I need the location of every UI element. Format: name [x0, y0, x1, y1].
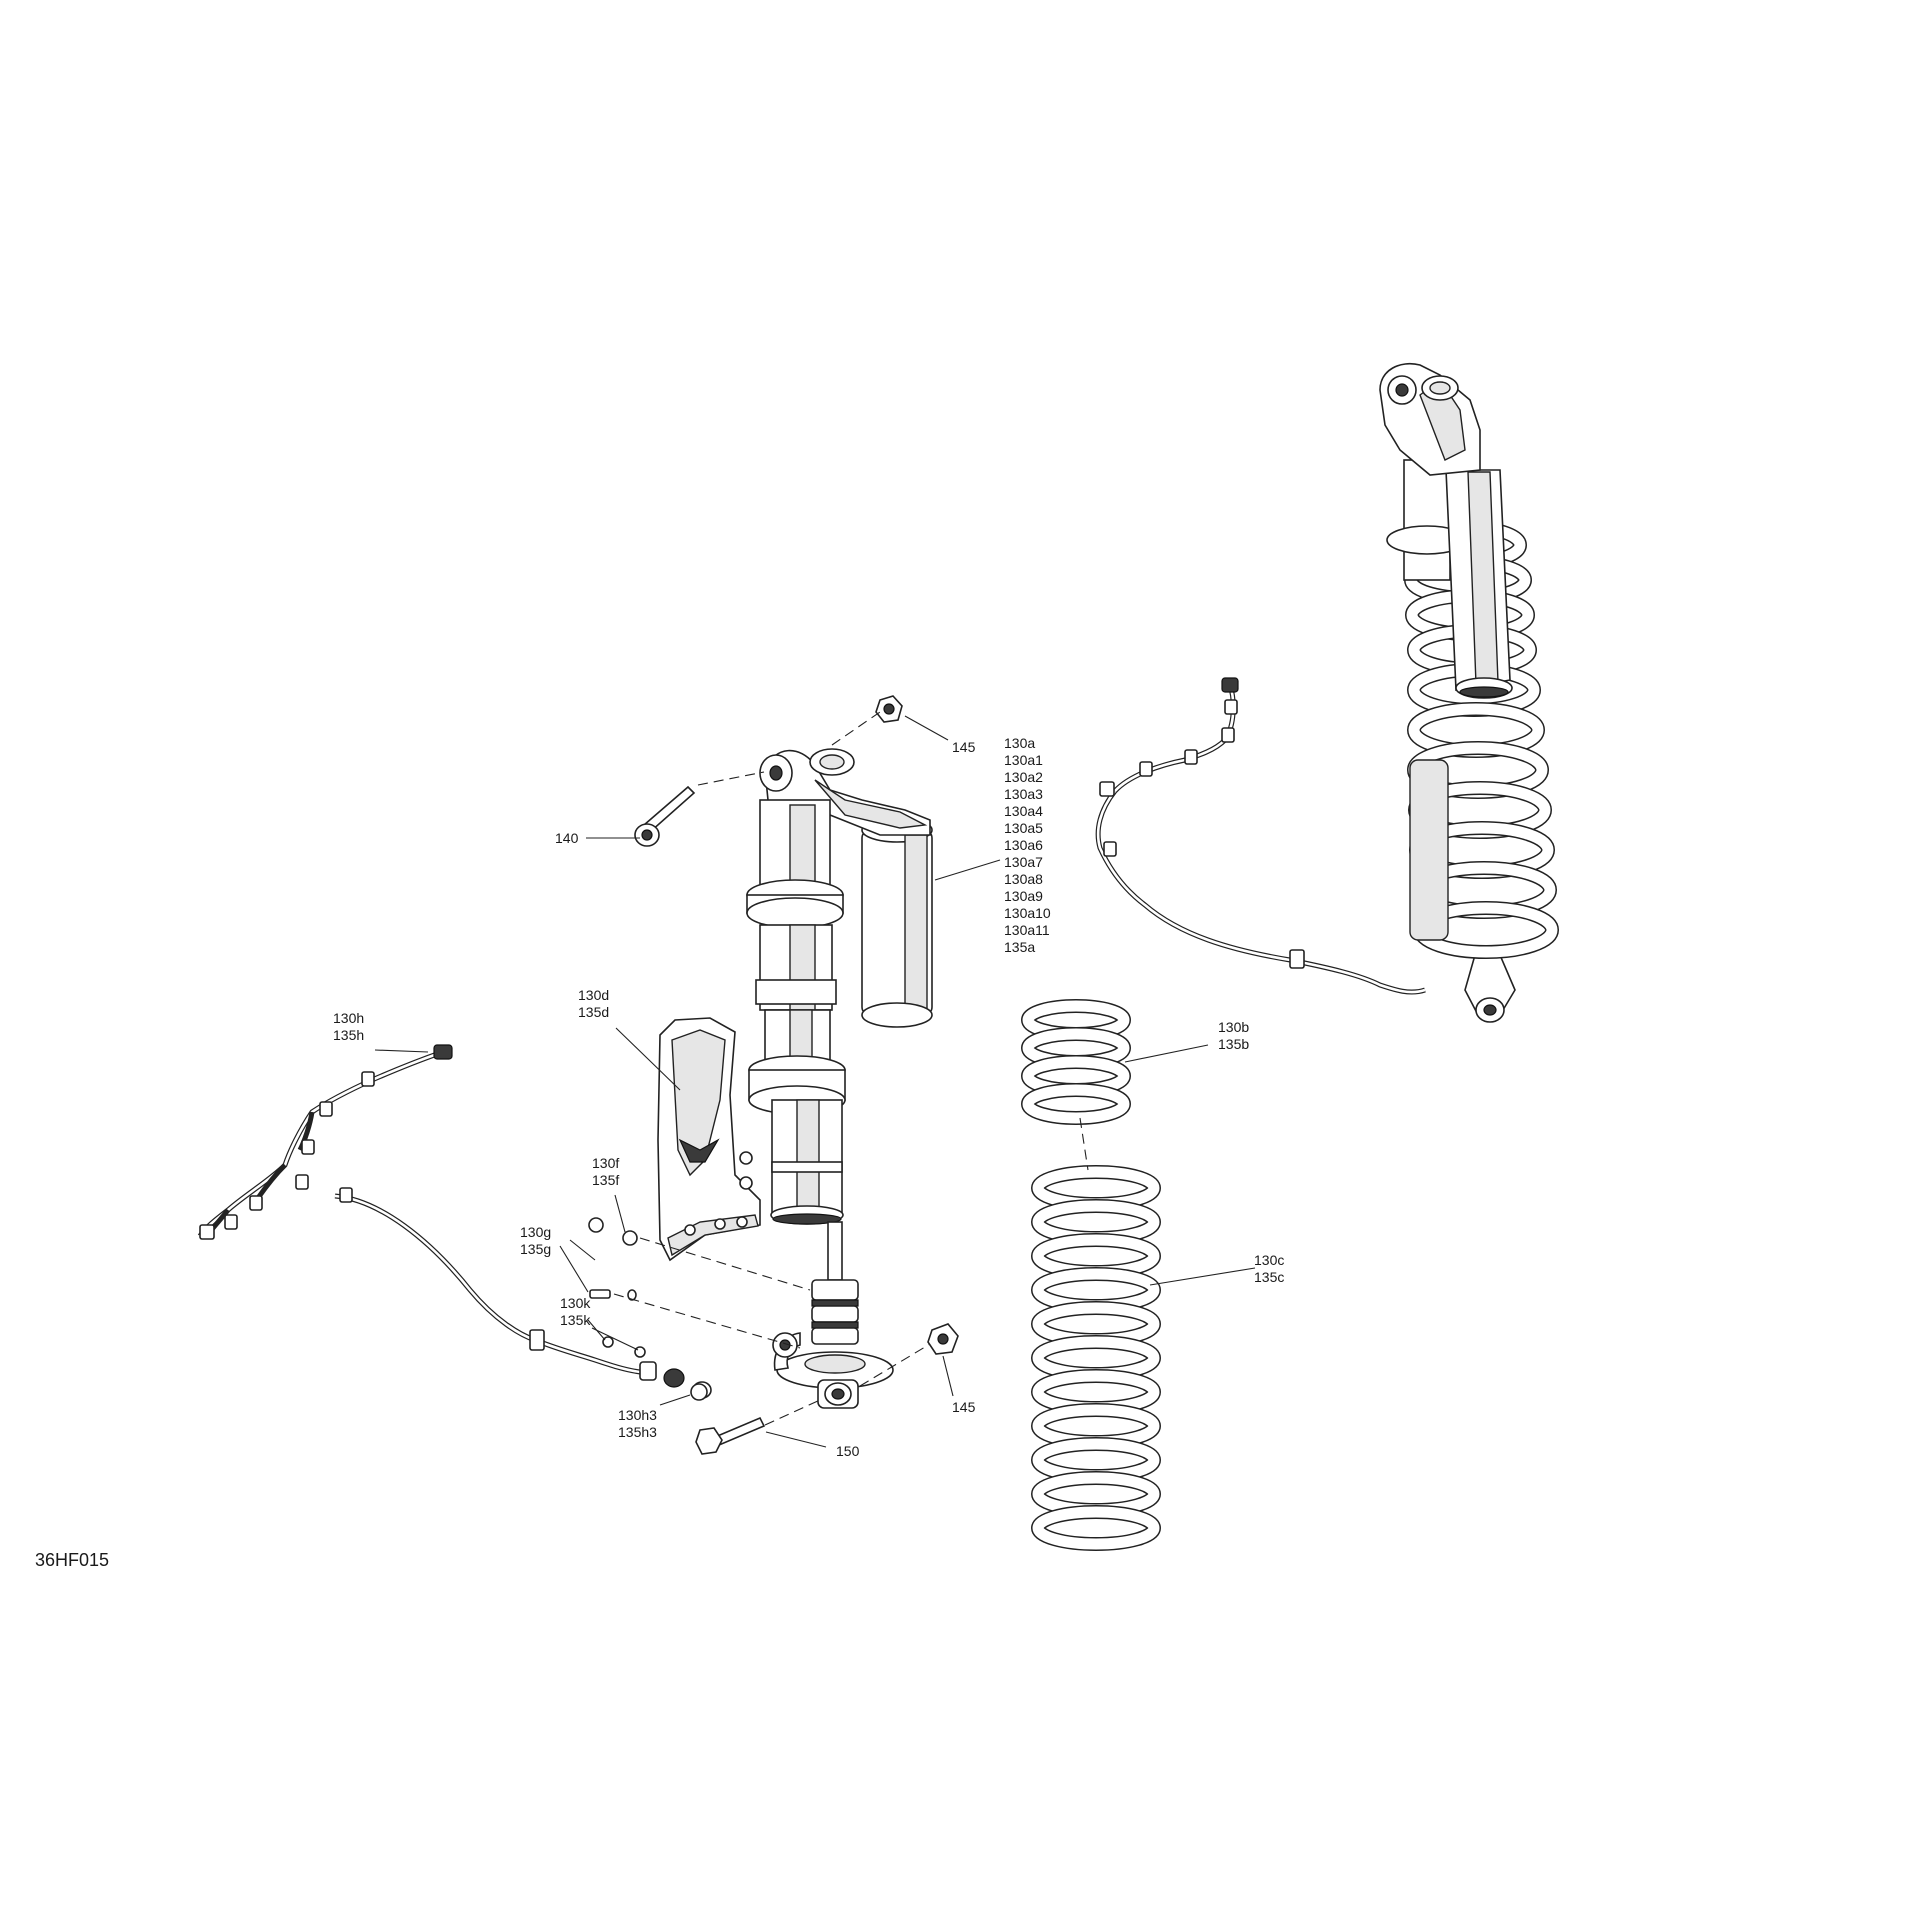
- callout-145-bottom: 145: [952, 1399, 976, 1415]
- svg-text:130a3: 130a3: [1004, 786, 1043, 802]
- callout-130b: 130b 135b: [1218, 1019, 1249, 1052]
- svg-text:135h3: 135h3: [618, 1424, 657, 1440]
- diagram-reference-code: 36HF015: [35, 1550, 109, 1570]
- svg-text:130a: 130a: [1004, 735, 1035, 751]
- leader-lines: [374, 711, 1256, 1448]
- svg-text:135g: 135g: [520, 1241, 551, 1257]
- callout-145-top: 145: [952, 739, 976, 755]
- svg-text:130a2: 130a2: [1004, 769, 1043, 785]
- svg-text:150: 150: [836, 1443, 860, 1459]
- svg-text:130a8: 130a8: [1004, 871, 1043, 887]
- svg-text:145: 145: [952, 739, 976, 755]
- svg-text:130a7: 130a7: [1004, 854, 1043, 870]
- callout-130k: 130k 135k: [560, 1295, 591, 1328]
- hardware-fasteners: [588, 695, 959, 1455]
- assembled-shock-right: [1095, 363, 1559, 1023]
- svg-text:135a: 135a: [1004, 939, 1035, 955]
- svg-text:130a11: 130a11: [1004, 922, 1050, 938]
- svg-text:145: 145: [952, 1399, 976, 1415]
- callout-130h3: 130h3 135h3: [618, 1407, 657, 1440]
- svg-text:130a5: 130a5: [1004, 820, 1043, 836]
- callout-150: 150: [836, 1443, 860, 1459]
- svg-text:130g: 130g: [520, 1224, 551, 1240]
- svg-text:140: 140: [555, 830, 579, 846]
- svg-text:130a4: 130a4: [1004, 803, 1043, 819]
- callout-130a-group: 130a 130a1 130a2 130a3 130a4 130a5 130a6…: [1004, 735, 1051, 955]
- callout-140: 140: [555, 830, 579, 846]
- svg-text:135k: 135k: [560, 1312, 591, 1328]
- callout-130f: 130f 135f: [592, 1155, 619, 1188]
- svg-text:130a6: 130a6: [1004, 837, 1043, 853]
- svg-text:130c: 130c: [1254, 1252, 1284, 1268]
- svg-text:130a9: 130a9: [1004, 888, 1043, 904]
- svg-text:135h: 135h: [333, 1027, 364, 1043]
- svg-text:135b: 135b: [1218, 1036, 1249, 1052]
- svg-text:130h: 130h: [333, 1010, 364, 1026]
- shock-absorber-130a: [746, 748, 933, 1409]
- spring-130b: [1021, 999, 1131, 1125]
- svg-text:130d: 130d: [578, 987, 609, 1003]
- shock-guard-130d: [657, 1017, 761, 1262]
- callout-130c: 130c 135c: [1254, 1252, 1284, 1285]
- svg-text:130k: 130k: [560, 1295, 591, 1311]
- svg-text:135c: 135c: [1254, 1269, 1284, 1285]
- callout-130g: 130g 135g: [520, 1224, 551, 1257]
- svg-text:135d: 135d: [578, 1004, 609, 1020]
- svg-text:130a10: 130a10: [1004, 905, 1051, 921]
- svg-text:135f: 135f: [592, 1172, 619, 1188]
- wire-harness-130h: [197, 1044, 712, 1399]
- spring-130c: [1031, 1165, 1161, 1551]
- svg-text:130h3: 130h3: [618, 1407, 657, 1423]
- svg-text:130a1: 130a1: [1004, 752, 1043, 768]
- callout-130h: 130h 135h: [333, 1010, 364, 1043]
- svg-text:130b: 130b: [1218, 1019, 1249, 1035]
- callout-130d: 130d 135d: [578, 987, 609, 1020]
- svg-text:130f: 130f: [592, 1155, 619, 1171]
